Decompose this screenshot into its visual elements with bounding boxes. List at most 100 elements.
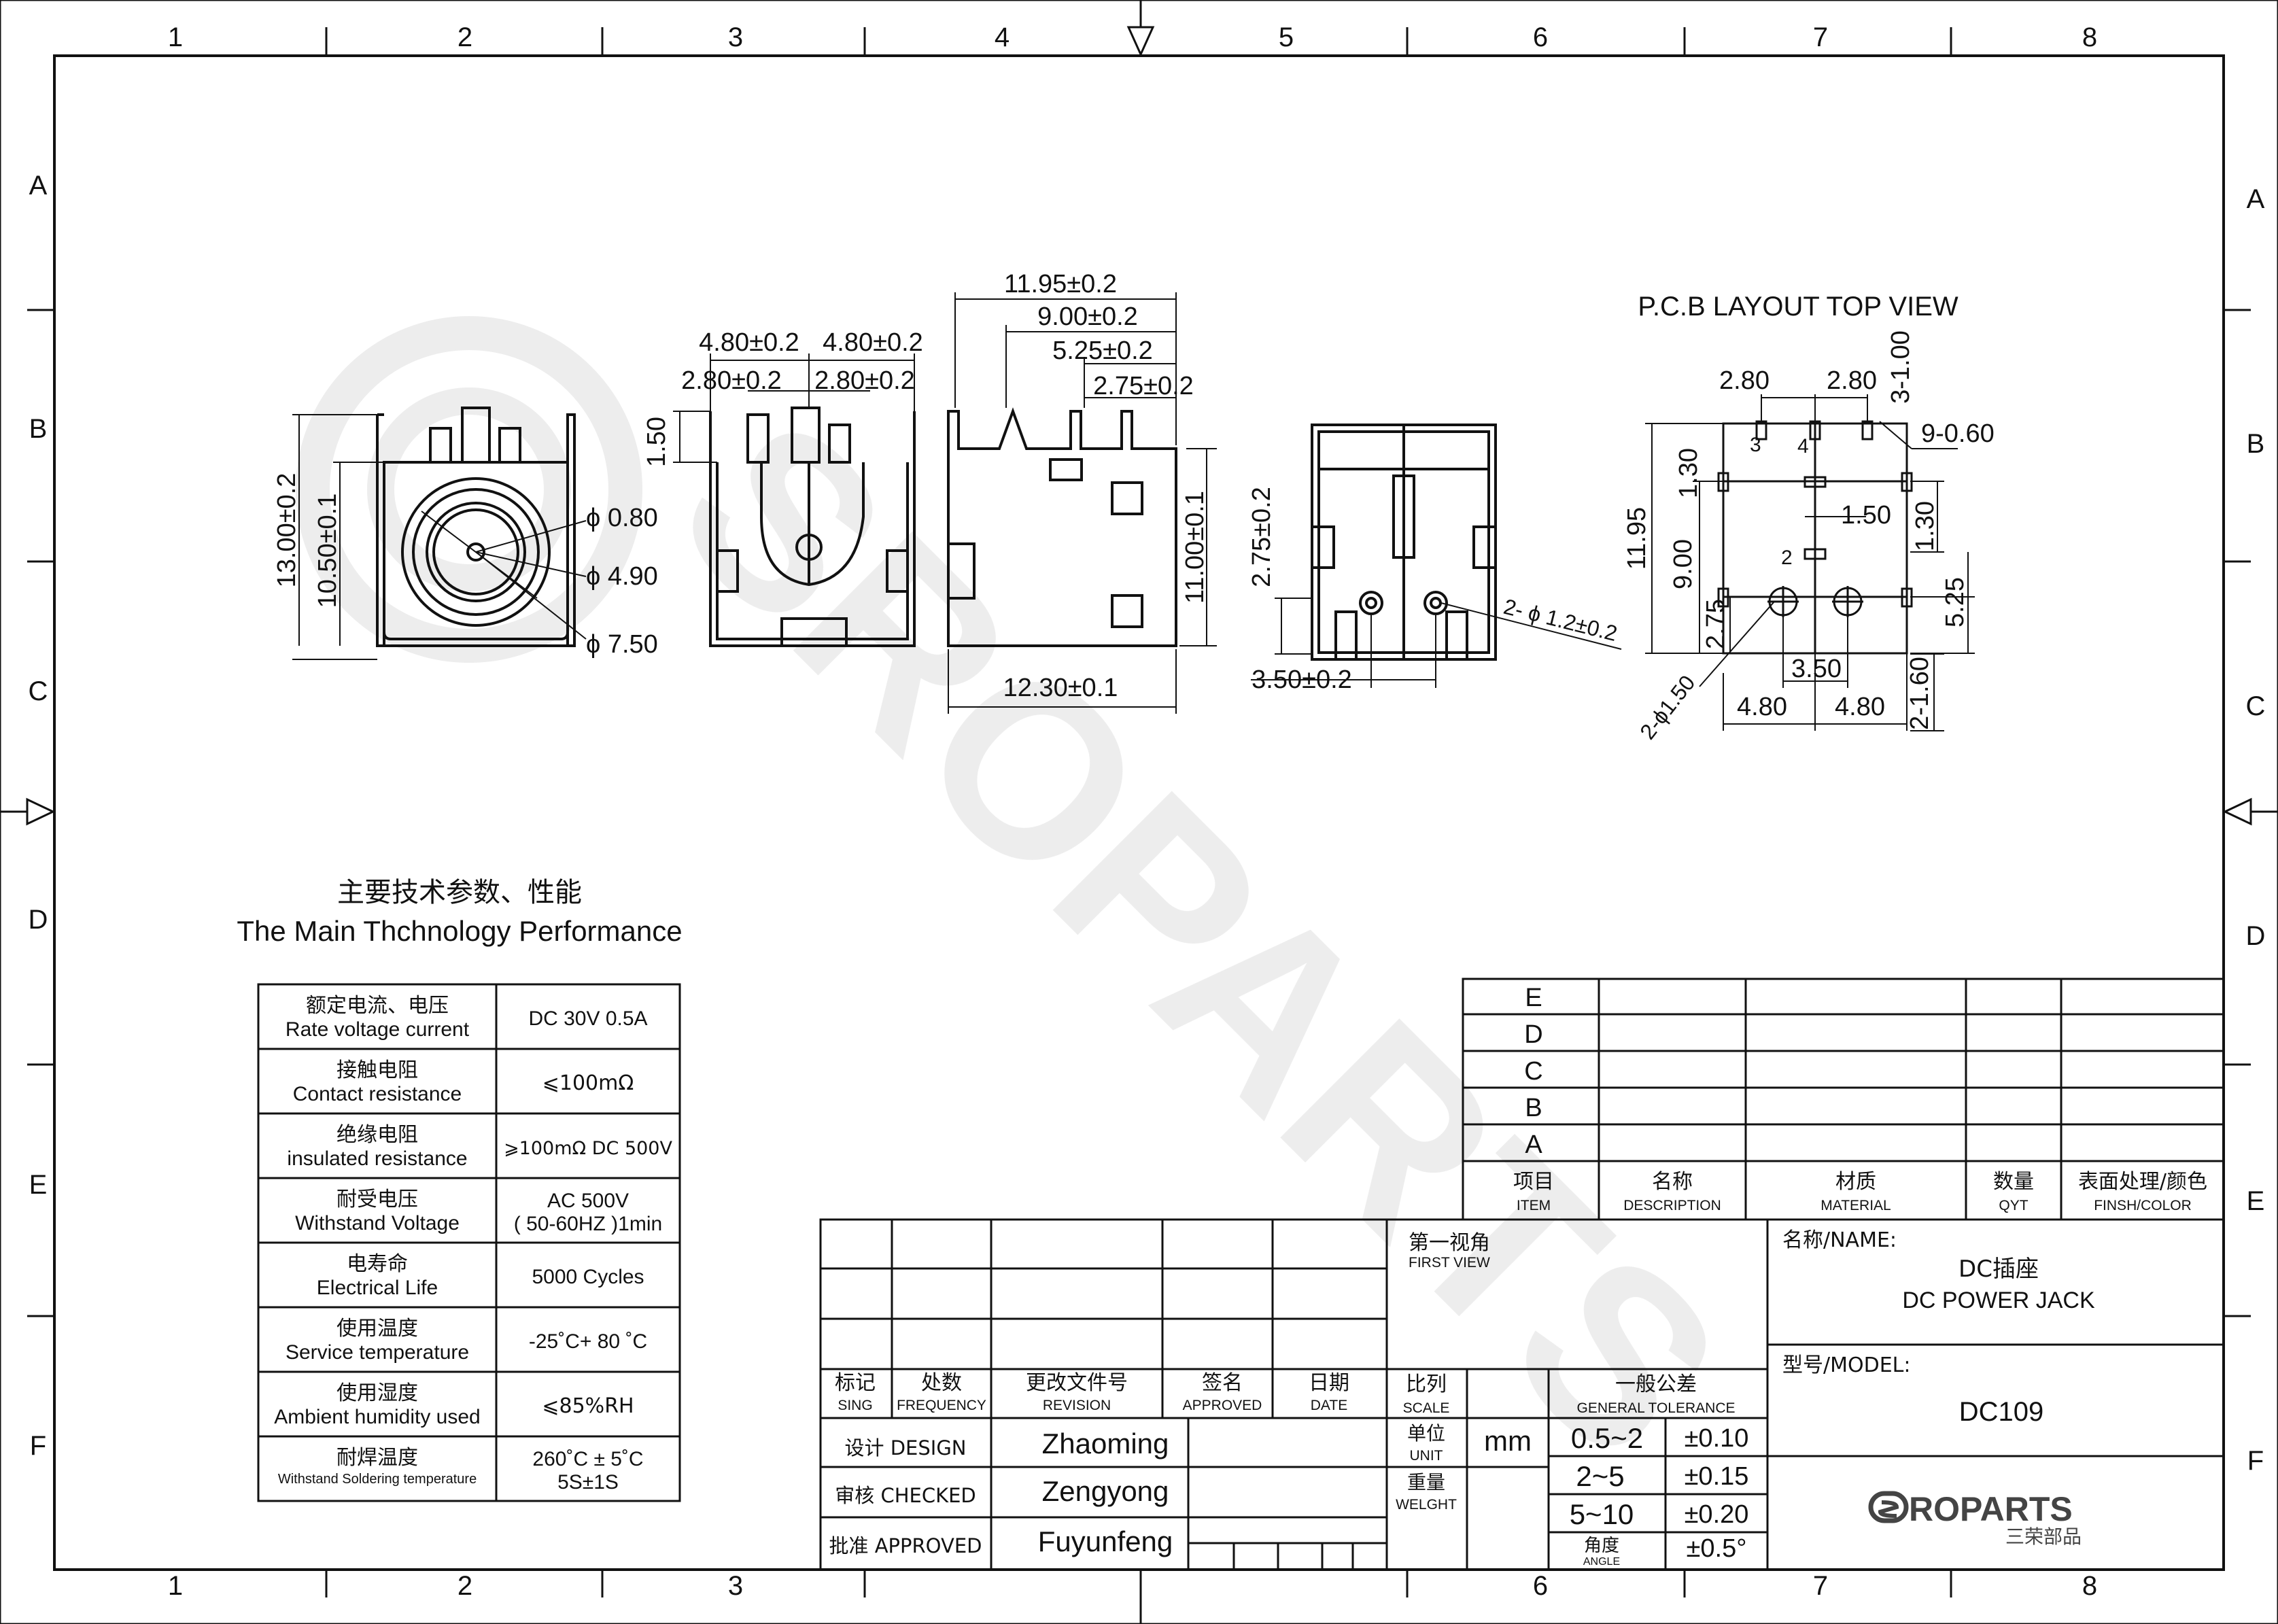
angle-en: ANGLE — [1583, 1556, 1620, 1568]
side-view — [947, 292, 1217, 714]
scale-cn: 比列 — [1406, 1372, 1447, 1396]
row-label: F — [2247, 1446, 2264, 1476]
change-header-en: SING — [838, 1398, 872, 1413]
row-label: B — [29, 414, 48, 444]
dim-pin-dia: ϕ 0.80 — [586, 504, 658, 532]
angle-cn: 角度 — [1584, 1536, 1619, 1556]
perf-row: 使用湿度 Ambient humidity used ⩽85%RH — [274, 1381, 634, 1428]
tol-value: ±0.15 — [1685, 1462, 1749, 1491]
front-view — [292, 407, 587, 660]
row-label: E — [2247, 1186, 2265, 1216]
parts-header-cn: 项目 — [1513, 1170, 1554, 1194]
tol-range: 0.5~2 — [1571, 1422, 1643, 1454]
col-label: 8 — [2082, 1571, 2097, 1601]
pcb-layout: P.C.B LAYOUT TOP VIEW — [1623, 292, 1995, 744]
rev-letter: A — [1525, 1130, 1542, 1159]
bottom-view-dims: 2.75±0.2 3.50±0.2 2- ϕ 1.2±0.2 — [1247, 487, 1620, 694]
first-view-cn: 第一视角 — [1409, 1231, 1490, 1255]
perf-row: 耐焊温度 Withstand Soldering temperature 260… — [278, 1446, 644, 1493]
change-header-en: REVISION — [1043, 1398, 1111, 1413]
perf-param-cn: 耐受电压 — [336, 1188, 418, 1211]
perf-value: ⩽100mΩ — [542, 1071, 634, 1095]
pcb-dim: 9-0.60 — [1921, 419, 1995, 448]
rev-letter: D — [1524, 1020, 1542, 1049]
perf-param-cn: 耐焊温度 — [336, 1446, 418, 1470]
perf-title-cn: 主要技术参数、性能 — [337, 877, 582, 908]
perf-row: 电寿命 Electrical Life 5000 Cycles — [317, 1252, 644, 1299]
perf-param-cn: 绝缘电阻 — [336, 1123, 418, 1147]
title-block: 标记 SING 处数 FREQUENCY 更改文件号 REVISION 签名 A… — [819, 1218, 2225, 1571]
perf-row: 额定电流、电压 Rate voltage current DC 30V 0.5A — [286, 994, 648, 1041]
dim-bore-dia: ϕ 4.90 — [586, 562, 658, 591]
parts-header: 项目 ITEM 名称 DESCRIPTION 材质 MATERIAL 数量 QY… — [1513, 1170, 2207, 1213]
perf-value: 5000 Cycles — [532, 1266, 644, 1288]
side-view-dims: 11.95±0.2 9.00±0.2 5.25±0.2 2.75±0.2 11.… — [1003, 270, 1209, 702]
unit-cn: 单位 — [1407, 1422, 1445, 1445]
row-label: D — [29, 905, 48, 935]
back-view — [673, 353, 916, 647]
pcb-pin-label: 4 — [1797, 435, 1809, 457]
model-value: DC109 — [1959, 1397, 2044, 1427]
pcb-dim: 9.00 — [1669, 539, 1697, 589]
parts-header-en: ITEM — [1517, 1198, 1551, 1213]
pcb-dim: 2.80 — [1719, 366, 1770, 395]
parts-header-cn: 表面处理/颜色 — [2078, 1170, 2207, 1194]
first-view-en: FIRST VIEW — [1409, 1255, 1490, 1271]
dim-pitch-right: 4.80±0.2 — [823, 328, 923, 357]
pcb-dim: 3.50 — [1791, 655, 1842, 683]
perf-param-cn: 电寿命 — [347, 1252, 408, 1276]
perf-param-en: insulated resistance — [287, 1147, 467, 1170]
col-label: 5 — [1279, 22, 1294, 52]
row-label: A — [29, 171, 48, 201]
parts-header-en: FINSH/COLOR — [2094, 1198, 2192, 1213]
perf-param-cn: 使用湿度 — [336, 1381, 418, 1405]
dim-hole-offset: 2.75±0.2 — [1247, 487, 1276, 587]
dim-hole-pitch: 3.50±0.2 — [1252, 666, 1352, 694]
change-header-cn: 签名 — [1202, 1371, 1243, 1395]
dim-body-height: 10.50±0.1 — [313, 494, 342, 608]
weight-en: WELGHT — [1396, 1497, 1457, 1513]
angle-tol: ±0.5° — [1687, 1534, 1747, 1563]
weight-cn: 重量 — [1407, 1471, 1445, 1493]
row-label: F — [30, 1431, 46, 1461]
change-header-cn: 处数 — [921, 1371, 962, 1395]
pcb-dim: 2.80 — [1827, 366, 1877, 395]
pcb-pin-label: 3 — [1750, 434, 1761, 456]
tolerance-en: GENERAL TOLERANCE — [1576, 1400, 1735, 1416]
tol-value: ±0.10 — [1685, 1424, 1749, 1453]
row-label: E — [29, 1170, 48, 1200]
signoff-name: Zhaoming — [1042, 1428, 1169, 1459]
pcb-dim: 11.95 — [1623, 507, 1651, 570]
name-label: 名称/NAME: — [1782, 1228, 1897, 1252]
dim-pitch-left: 4.80±0.2 — [699, 328, 799, 357]
tol-value: ±0.20 — [1685, 1500, 1749, 1529]
dim-holes: 2- ϕ 1.2±0.2 — [1501, 594, 1619, 646]
signoff-name: Zengyong — [1042, 1475, 1169, 1507]
pcb-dim: 4.80 — [1737, 693, 1787, 721]
front-view-dims: 13.00±0.2 10.50±0.1 ϕ 0.80 ϕ 4.90 ϕ 7.50 — [273, 473, 658, 659]
dim-pin-right: 2.80±0.2 — [814, 366, 915, 395]
change-header-en: FREQUENCY — [897, 1398, 986, 1413]
perf-value-2: ( 50-60HZ )1min — [514, 1213, 662, 1235]
logo-text: ROPARTS — [1909, 1490, 2073, 1528]
col-label: 2 — [458, 1571, 472, 1601]
col-label: 3 — [728, 22, 743, 52]
perf-param-cn: 额定电流、电压 — [306, 994, 449, 1018]
part-name-en: DC POWER JACK — [1902, 1288, 2095, 1313]
tol-range: 2~5 — [1576, 1460, 1624, 1492]
parts-header-cn: 数量 — [1993, 1170, 2034, 1194]
row-label: A — [2247, 184, 2265, 214]
pcb-dim: 1.30 — [1911, 501, 1939, 551]
perf-param-en: Withstand Voltage — [295, 1212, 460, 1234]
col-label: 8 — [2082, 22, 2097, 52]
change-header-cn: 标记 — [835, 1371, 876, 1395]
col-label: 6 — [1533, 22, 1548, 52]
perf-param-en: Ambient humidity used — [274, 1406, 481, 1428]
perf-param-en: Electrical Life — [317, 1277, 438, 1299]
scale-en: SCALE — [1403, 1400, 1450, 1416]
bottom-view — [1251, 424, 1622, 688]
perf-value: ⩽85%RH — [542, 1394, 634, 1418]
change-header-cn: 更改文件号 — [1026, 1371, 1128, 1395]
signoff-role: 设计 DESIGN — [845, 1436, 967, 1459]
